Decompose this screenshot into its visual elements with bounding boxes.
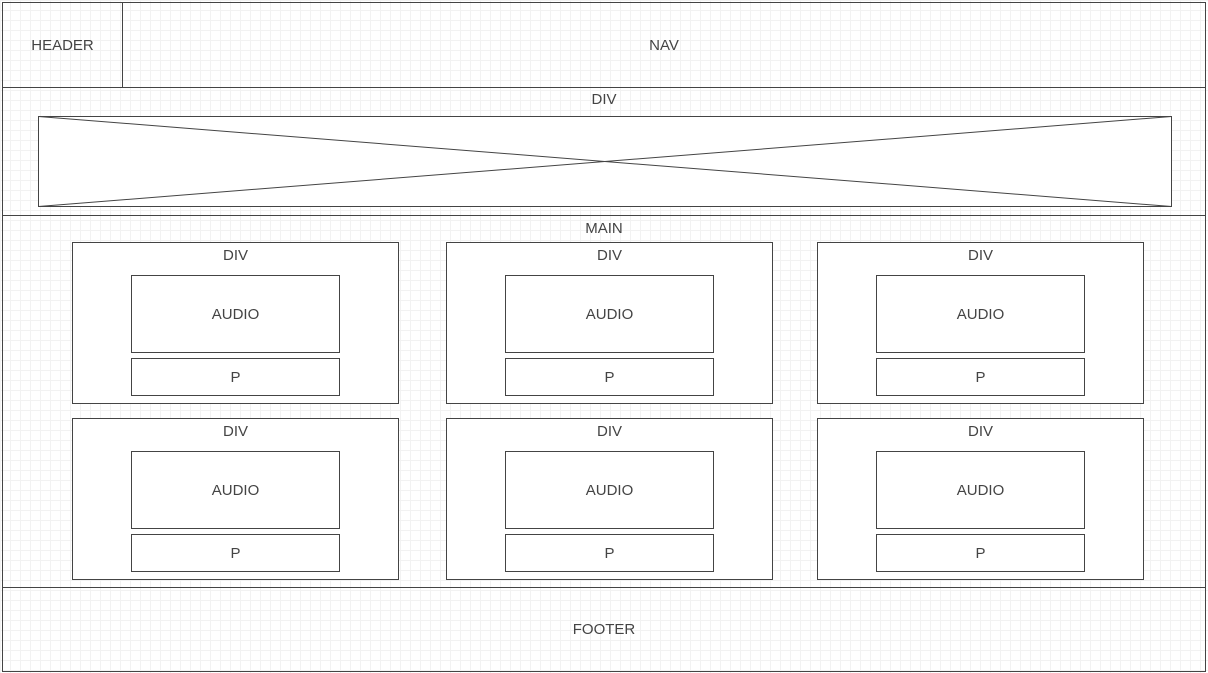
- audio-block: AUDIO: [131, 451, 340, 529]
- divider-hero: [3, 215, 1205, 216]
- header-label: HEADER: [31, 36, 94, 54]
- audio-block: AUDIO: [131, 275, 340, 353]
- main-label: MAIN: [585, 220, 623, 237]
- paragraph-block: P: [876, 534, 1085, 572]
- card-div: DIV AUDIO P: [446, 418, 773, 580]
- divider-header: [3, 87, 1205, 88]
- audio-label: AUDIO: [585, 481, 634, 499]
- audio-label: AUDIO: [211, 305, 260, 323]
- audio-label: AUDIO: [585, 305, 634, 323]
- paragraph-block: P: [131, 358, 340, 396]
- main-region: MAIN: [3, 216, 1205, 586]
- card-label: DIV: [222, 247, 248, 264]
- footer-region: FOOTER: [3, 588, 1205, 671]
- header-nav-divider: [122, 3, 123, 87]
- paragraph-block: P: [505, 358, 714, 396]
- audio-block: AUDIO: [505, 275, 714, 353]
- image-placeholder-icon: [38, 116, 1172, 207]
- audio-block: AUDIO: [876, 451, 1085, 529]
- audio-label: AUDIO: [956, 305, 1005, 323]
- footer-label: FOOTER: [572, 621, 636, 638]
- header-region: HEADER: [3, 3, 122, 87]
- card-div: DIV AUDIO P: [817, 418, 1144, 580]
- card-label: DIV: [967, 423, 993, 440]
- card-label: DIV: [596, 247, 622, 264]
- paragraph-block: P: [505, 534, 714, 572]
- card-div: DIV AUDIO P: [72, 242, 399, 404]
- paragraph-label: P: [230, 368, 241, 386]
- paragraph-block: P: [876, 358, 1085, 396]
- audio-label: AUDIO: [211, 481, 260, 499]
- audio-label: AUDIO: [956, 481, 1005, 499]
- audio-block: AUDIO: [876, 275, 1085, 353]
- nav-region: NAV: [123, 3, 1205, 87]
- card-div: DIV AUDIO P: [817, 242, 1144, 404]
- divider-main: [3, 587, 1205, 588]
- paragraph-label: P: [604, 544, 615, 562]
- hero-region: DIV: [3, 88, 1205, 215]
- card-label: DIV: [596, 423, 622, 440]
- image-placeholder-diagonal-b: [38, 116, 1172, 207]
- paragraph-label: P: [975, 544, 986, 562]
- card-label: DIV: [967, 247, 993, 264]
- card-label: DIV: [222, 423, 248, 440]
- audio-block: AUDIO: [505, 451, 714, 529]
- card-div: DIV AUDIO P: [72, 418, 399, 580]
- paragraph-label: P: [230, 544, 241, 562]
- hero-label: DIV: [591, 91, 617, 108]
- nav-label: NAV: [649, 36, 679, 54]
- paragraph-label: P: [604, 368, 615, 386]
- card-div: DIV AUDIO P: [446, 242, 773, 404]
- paragraph-block: P: [131, 534, 340, 572]
- paragraph-label: P: [975, 368, 986, 386]
